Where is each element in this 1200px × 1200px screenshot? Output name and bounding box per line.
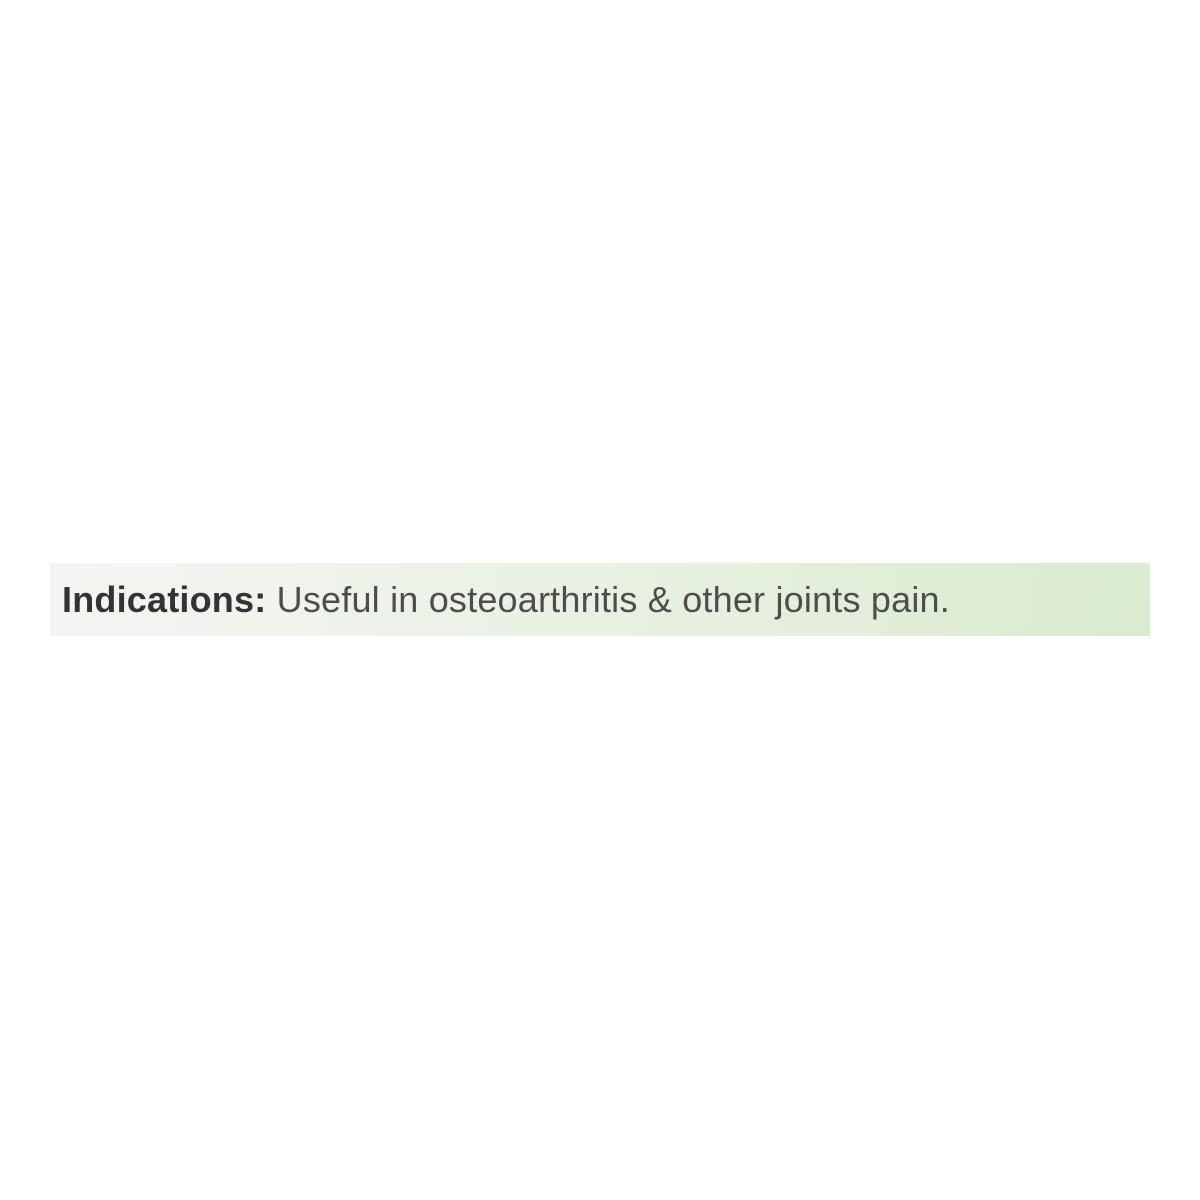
indications-text: Useful in osteoarthritis & other joints … bbox=[276, 578, 950, 620]
indications-label: Indications: bbox=[62, 578, 267, 620]
indications-banner: Indications: Useful in osteoarthritis & … bbox=[50, 563, 1150, 636]
indications-line: Indications: Useful in osteoarthritis & … bbox=[62, 578, 950, 620]
